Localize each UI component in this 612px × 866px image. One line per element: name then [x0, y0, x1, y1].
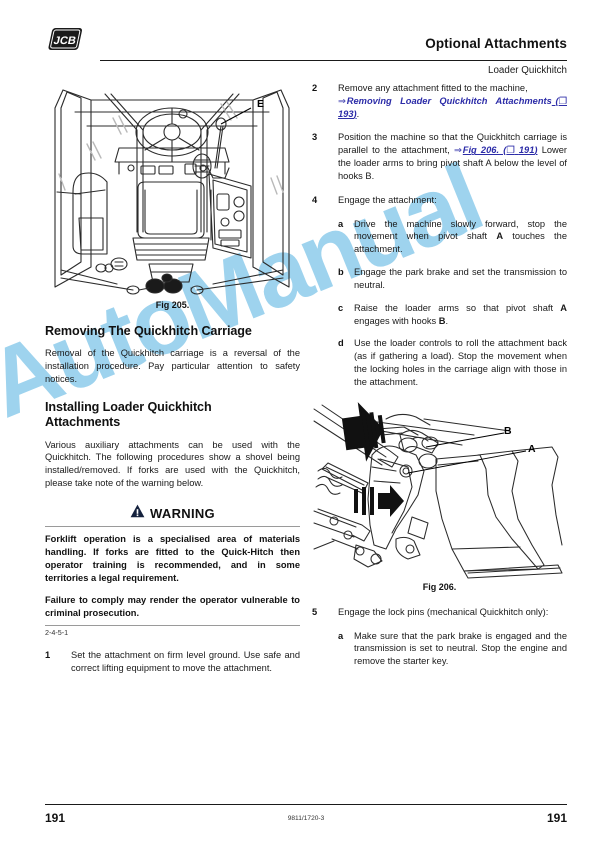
- step-5: 5 Engage the lock pins (mechanical Quick…: [312, 606, 567, 619]
- fig-206-caption: Fig 206.: [422, 581, 457, 592]
- substep-4b-text: Engage the park brake and set the transm…: [354, 267, 567, 290]
- xref-2-label: Removing Loader Quickhitch Attachments: [346, 95, 552, 106]
- page-header: JCB Optional Attachments Loader Quickhit…: [45, 24, 567, 80]
- substep-4a-text: Drive the machine slowly forward, stop t…: [354, 218, 567, 255]
- heading-line-2: Attachments: [45, 415, 121, 430]
- step-5-number: 5: [312, 606, 318, 617]
- fig-206-quickhitch-shovel-illustration: B A: [312, 399, 567, 579]
- figure-205-block: E Fig 205.: [45, 82, 300, 310]
- motion-arrow-upper: [341, 401, 386, 462]
- heading-removing-quickhitch-carriage: Removing The Quickhitch Carriage: [45, 324, 252, 338]
- left-column: E Fig 205. Removing The Quickhitch Carri…: [45, 82, 300, 686]
- paragraph-installing-loader-quickhitch: Various auxiliary attachments can be use…: [45, 439, 300, 489]
- xref-fig-206[interactable]: ⇒Fig 206. (❐ 191): [454, 145, 538, 156]
- xref-3-label: Fig 206.: [462, 145, 500, 156]
- step-2: 2 Remove any attachment fitted to the ma…: [312, 82, 567, 120]
- substep-4c: c Raise the loader arms so that pivot sh…: [312, 302, 567, 328]
- xref-arrow-icon: ⇒: [338, 95, 346, 106]
- warning-code: 2-4-5-1: [45, 627, 69, 637]
- step-3-lead-text: Position the machine so that the Quickhi…: [338, 132, 567, 156]
- step-1-number: 1: [45, 649, 51, 660]
- substep-4a: a Drive the machine slowly forward, stop…: [312, 218, 567, 256]
- warning-bottom-divider: [45, 624, 300, 626]
- fig-205-cab-interior-illustration: E: [45, 82, 300, 297]
- page-subtitle: Loader Quickhitch: [488, 65, 567, 76]
- step-4-number: 4: [312, 194, 318, 205]
- step-4: 4 Engage the attachment:: [312, 194, 567, 207]
- substep-4a-letter: a: [338, 218, 344, 229]
- warning-triangle-icon: [130, 504, 145, 523]
- heading-installing-loader-quickhitch-attachments: Installing Loader Quickhitch Attachments: [45, 400, 300, 431]
- footer-divider: [45, 804, 567, 805]
- step-5-text: Engage the lock pins (mechanical Quickhi…: [338, 606, 549, 617]
- xref-removing-loader-quickhitch-attachments[interactable]: ⇒Removing Loader Quickhitch Attachments …: [338, 95, 567, 119]
- xref-3-page: 191: [518, 145, 535, 156]
- step-2-text: Remove any attachment fitted to the mach…: [338, 82, 567, 120]
- step-4-text: Engage the attachment:: [338, 194, 437, 205]
- substep-4d: d Use the loader controls to roll the at…: [312, 337, 567, 388]
- footer-page-number-left: 191: [45, 811, 66, 825]
- figure-206-block: B A Fig 206.: [312, 399, 567, 592]
- step-3: 3 Position the machine so that the Quick…: [312, 131, 567, 182]
- xref-2-page: 193: [338, 108, 354, 119]
- warning-title: WARNING: [150, 505, 215, 521]
- fig-205-label-E: E: [257, 98, 265, 110]
- paragraph-removing-quickhitch-carriage: Removal of the Quickhitch carriage is a …: [45, 348, 300, 385]
- step-3-trailing: Lower the loader arms to bring pivot sha…: [338, 145, 568, 181]
- substep-4c-letter: c: [338, 302, 344, 313]
- substep-4b-letter: b: [338, 267, 344, 278]
- fig-206-label-A: A: [528, 442, 536, 455]
- motion-arrow-lower: [354, 484, 404, 517]
- footer-page-number-right: 191: [546, 811, 567, 825]
- step-2-lead-text: Remove any attachment fitted to the mach…: [338, 83, 528, 93]
- substep-4c-text: Raise the loader arms so that pivot shaf…: [354, 302, 567, 326]
- svg-text:JCB: JCB: [53, 35, 78, 47]
- page-footer: 191 9811/1720-3 191: [45, 804, 567, 830]
- heading-line-1: Installing Loader Quickhitch: [45, 399, 212, 414]
- warning-top-divider: [45, 525, 300, 527]
- warning-paragraph-1: Forklift operation is a specialised area…: [45, 533, 300, 583]
- warning-header: WARNING: [45, 504, 300, 523]
- substep-5a-letter: a: [338, 630, 344, 641]
- page-icon-2: ❐: [506, 145, 515, 156]
- step-3-text: Position the machine so that the Quickhi…: [338, 131, 567, 182]
- step-1: 1 Set the attachment on firm level groun…: [45, 649, 300, 675]
- fig-205-caption: Fig 205.: [155, 300, 190, 310]
- page-icon: ❐: [558, 95, 567, 106]
- warning-paragraph-2: Failure to comply may render the operato…: [45, 594, 300, 618]
- step-2-number: 2: [312, 83, 318, 93]
- substep-5a-text: Make sure that the park brake is engaged…: [354, 630, 567, 667]
- warning-box: WARNING Forklift operation is a speciali…: [45, 504, 300, 637]
- step-3-number: 3: [312, 132, 318, 143]
- fig-206-label-B: B: [504, 424, 512, 437]
- substep-5a: a Make sure that the park brake is engag…: [312, 630, 567, 668]
- header-divider: [100, 60, 567, 61]
- jcb-logo: JCB: [45, 26, 87, 54]
- footer-part-number: 9811/1720-3: [287, 815, 325, 822]
- step-1-text: Set the attachment on firm level ground.…: [71, 649, 300, 673]
- substep-4d-letter: d: [338, 338, 344, 349]
- page-title: Optional Attachments: [425, 36, 567, 51]
- xref-arrow-icon-2: ⇒: [454, 145, 462, 156]
- substep-4d-text: Use the loader controls to roll the atta…: [354, 338, 567, 387]
- substep-4b: b Engage the park brake and set the tran…: [312, 266, 567, 292]
- step-2-trailing: .: [356, 108, 360, 119]
- right-column: 2 Remove any attachment fitted to the ma…: [312, 82, 567, 678]
